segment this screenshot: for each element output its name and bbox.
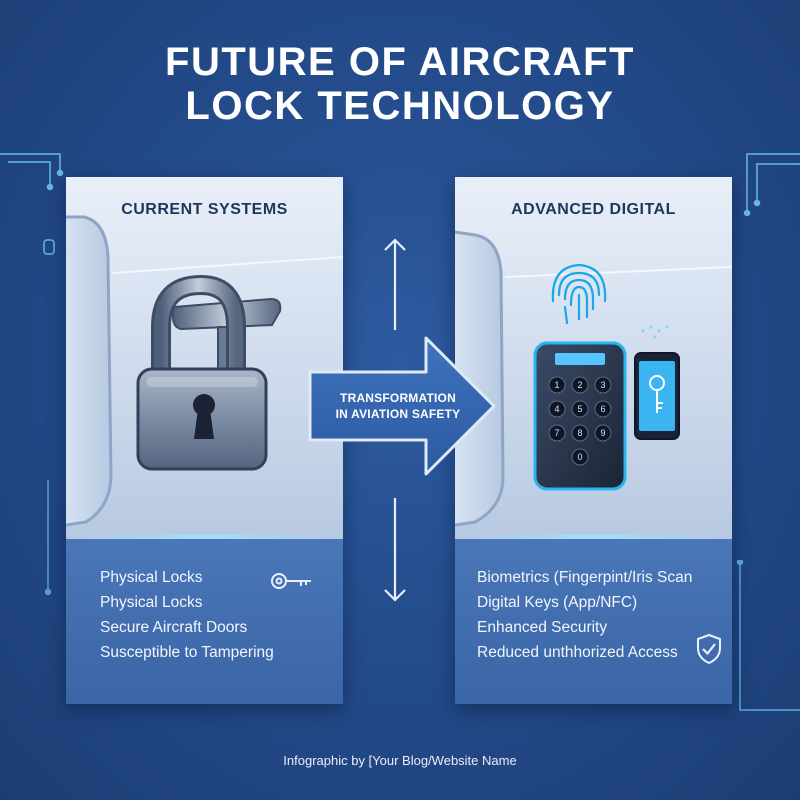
keypad-digit: 6 — [600, 404, 605, 414]
list-item: Physical Locks — [100, 594, 203, 611]
keypad-digit: 4 — [554, 404, 559, 414]
phone-key-icon — [634, 325, 680, 440]
list-item: Physical Locks — [100, 569, 203, 586]
up-arrow-icon — [384, 238, 406, 330]
keypad-digit: 8 — [577, 428, 582, 438]
fingerprint-icon — [551, 263, 607, 325]
page-title: FUTURE OF AIRCRAFT LOCK TECHNOLOGY — [0, 40, 800, 128]
title-line-1: FUTURE OF AIRCRAFT — [165, 40, 635, 84]
current-systems-list-area: Physical Locks Physical Locks Secure Air… — [66, 539, 343, 704]
list-item: Susceptible to Tampering — [100, 644, 274, 661]
advanced-digital-panel: 1 2 3 4 5 6 7 8 9 0 ADVANCED DIGITAL — [455, 177, 732, 704]
keypad-digit: 0 — [577, 452, 582, 462]
down-arrow-icon — [384, 498, 406, 602]
key-icon — [271, 573, 311, 589]
title-line-2: LOCK TECHNOLOGY — [185, 84, 615, 128]
advanced-digital-heading: ADVANCED DIGITAL — [511, 201, 676, 218]
list-item: Biometrics (Fingerpint/Iris Scan — [477, 569, 693, 586]
keypad-digit: 2 — [577, 380, 582, 390]
current-systems-list: Physical Locks Physical Locks Secure Air… — [100, 565, 274, 665]
advanced-digital-list: Biometrics (Fingerpint/Iris Scan Digital… — [477, 565, 692, 665]
transformation-arrow-icon — [308, 336, 496, 476]
list-item: Digital Keys (App/NFC) — [477, 594, 638, 611]
keypad-digit: 9 — [600, 428, 605, 438]
circuit-decoration-right-bottom — [736, 560, 800, 711]
circuit-decoration-left-bottom — [44, 480, 52, 596]
circuit-decoration-left — [0, 153, 64, 255]
keypad-digit: 5 — [577, 404, 582, 414]
current-systems-panel: CURRENT SYSTEMS Physical Locks Physical … — [66, 177, 343, 704]
list-item: Secure Aircraft Doors — [100, 619, 248, 636]
keypad-digit: 7 — [554, 428, 559, 438]
circuit-decoration-right-top — [743, 153, 800, 217]
transformation-label-line-1: TRANSFORMATION — [340, 391, 456, 405]
advanced-digital-list-area: Biometrics (Fingerpint/Iris Scan Digital… — [455, 539, 732, 704]
keypad-digit: 3 — [600, 380, 605, 390]
list-item: Reduced unthhorized Access — [477, 644, 678, 661]
current-panel-glow-divider — [86, 535, 323, 539]
shield-check-icon — [697, 633, 721, 665]
footer-credit: Infographic by [Your Blog/Website Name — [283, 753, 517, 768]
keypad-icon: 1 2 3 4 5 6 7 8 9 0 — [533, 341, 627, 491]
aircraft-door-illustration — [66, 215, 343, 527]
keypad-digit: 1 — [554, 380, 559, 390]
transformation-label: TRANSFORMATION IN AVIATION SAFETY — [314, 390, 482, 422]
digital-lock-illustration: 1 2 3 4 5 6 7 8 9 0 — [455, 230, 732, 527]
digital-panel-glow-divider — [475, 535, 712, 539]
current-systems-heading: CURRENT SYSTEMS — [121, 201, 288, 218]
transformation-label-line-2: IN AVIATION SAFETY — [335, 407, 461, 421]
list-item: Enhanced Security — [477, 619, 608, 636]
